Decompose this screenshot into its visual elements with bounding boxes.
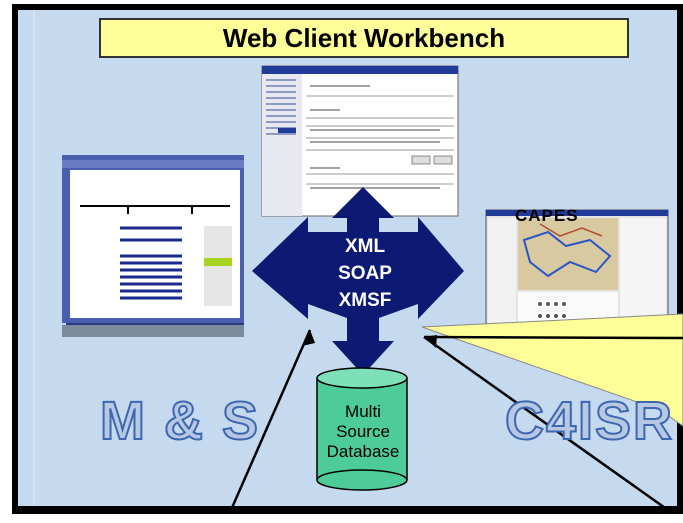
pointer-arrowhead-left [302,330,315,346]
database-label: Multi Source Database [318,402,408,462]
document-green-marker [204,258,232,266]
document-window-taskbar [62,325,244,337]
pointer-arrowhead-right [424,335,437,348]
document-text-lines [120,226,182,300]
pointer-lines [229,329,683,512]
database-cylinder [316,367,408,491]
ms-domain-label: M & S [99,390,261,452]
hub-label-xmsf: XMSF [338,290,392,311]
database-label-line-2: Source [336,422,390,441]
document-window-titlebar [62,160,244,168]
database-label-line-3: Database [326,442,400,461]
callout-shape [421,313,683,427]
database-label-line-1: Multi [345,402,381,421]
document-window-thumbnail [62,155,244,337]
c4isr-domain-label: C4ISR [504,390,675,452]
capes-label: CAPES [515,206,579,225]
page-title: Web Client Workbench [99,18,629,58]
hub-arrow [252,187,464,375]
hub-label-soap: SOAP [338,263,392,284]
hub-label-xml: XML [344,236,386,257]
